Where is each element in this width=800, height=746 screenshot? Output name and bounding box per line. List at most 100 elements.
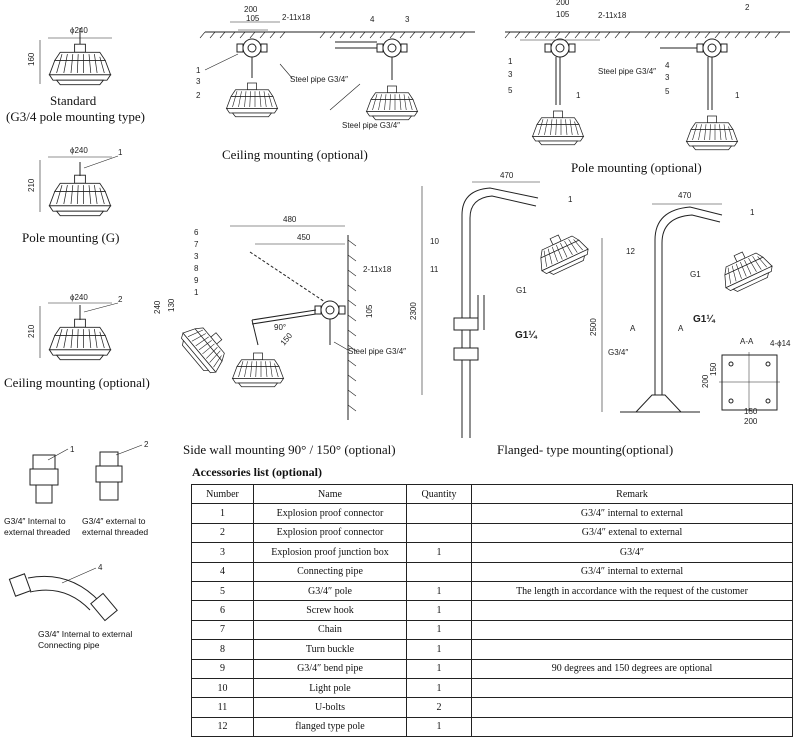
- svg-text:150: 150: [709, 362, 718, 376]
- svg-text:Steel pipe G3/4″: Steel pipe G3/4″: [290, 75, 348, 84]
- svg-text:2500: 2500: [589, 318, 598, 336]
- svg-text:Steel pipe G3/4″: Steel pipe G3/4″: [598, 67, 656, 76]
- svg-text:5: 5: [665, 87, 670, 96]
- flanged-mounting-drawing-left: 470 2300 10 11 1 G1 G1¼: [409, 171, 592, 438]
- cell-quantity: 1: [406, 542, 472, 563]
- svg-text:10: 10: [430, 237, 439, 246]
- cell-number: 7: [191, 619, 254, 641]
- svg-text:2-11x18: 2-11x18: [363, 265, 392, 274]
- svg-text:2: 2: [196, 91, 201, 100]
- svg-text:3: 3: [508, 70, 513, 79]
- cell-quantity: 1: [406, 580, 472, 602]
- svg-text:3: 3: [196, 77, 201, 86]
- svg-text:2-11x18: 2-11x18: [282, 13, 311, 22]
- svg-text:90°: 90°: [274, 323, 286, 332]
- caption-ceiling-mounting: Ceiling mounting (optional): [222, 147, 368, 162]
- ceiling-left-lamp-drawing: 2 ϕ240 210: [27, 293, 123, 361]
- part4-label: G3/4″ Internal to external Connecting pi…: [38, 629, 133, 650]
- svg-text:200: 200: [744, 417, 758, 426]
- svg-text:2: 2: [745, 3, 750, 12]
- svg-text:2: 2: [144, 440, 149, 449]
- cell-remark: G3/4″ extenal to external: [471, 522, 793, 544]
- cell-remark: 90 degrees and 150 degrees are optional: [471, 658, 793, 679]
- svg-text:2: 2: [118, 295, 123, 304]
- cell-quantity: [406, 503, 472, 524]
- svg-text:4: 4: [370, 15, 375, 24]
- caption-side-wall-mounting: Side wall mounting 90° / 150° (optional): [183, 442, 396, 457]
- cell-quantity: 1: [406, 639, 472, 660]
- header-remark: Remark: [471, 483, 793, 505]
- svg-text:105: 105: [365, 304, 374, 318]
- svg-text:A-A: A-A: [740, 337, 754, 346]
- cell-quantity: 2: [406, 697, 472, 718]
- svg-text:1: 1: [70, 445, 75, 454]
- svg-text:1: 1: [508, 57, 513, 66]
- cell-name: Explosion proof connector: [253, 503, 407, 524]
- cell-name: Screw hook: [253, 600, 407, 621]
- cell-number: 5: [191, 580, 254, 602]
- cell-name: Light pole: [253, 677, 407, 699]
- svg-text:3: 3: [194, 252, 199, 261]
- cell-remark: [471, 600, 793, 621]
- cell-name: Chain: [253, 619, 407, 641]
- ceiling-mounting-drawing: 200 105 2-11x18 1 3 2 4 3 Steel pipe G3/…: [196, 5, 475, 130]
- svg-text:8: 8: [194, 264, 199, 273]
- svg-text:200: 200: [244, 5, 258, 14]
- svg-text:1: 1: [735, 91, 740, 100]
- cell-name: U-bolts: [253, 697, 407, 718]
- svg-text:4: 4: [665, 61, 670, 70]
- cell-remark: G3/4″ internal to external: [471, 561, 793, 582]
- svg-text:240: 240: [153, 300, 162, 314]
- cell-number: 9: [191, 658, 254, 679]
- svg-text:1: 1: [118, 148, 123, 157]
- cell-number: 2: [191, 522, 254, 544]
- dim-pole-g-height: 210: [27, 178, 36, 192]
- connector-external-external: 2: [95, 440, 149, 501]
- svg-text:470: 470: [500, 171, 514, 180]
- svg-text:A: A: [630, 324, 636, 333]
- cell-quantity: 1: [406, 619, 472, 641]
- svg-text:450: 450: [297, 233, 311, 242]
- svg-text:1: 1: [194, 288, 199, 297]
- svg-text:4-ϕ14: 4-ϕ14: [770, 339, 791, 348]
- svg-text:Steel pipe G3/4″: Steel pipe G3/4″: [342, 121, 400, 130]
- cell-remark: [471, 716, 793, 738]
- svg-text:3: 3: [405, 15, 410, 24]
- cell-name: Connecting pipe: [253, 561, 407, 582]
- caption-pole-mounting-g: Pole mounting (G): [22, 230, 120, 245]
- mounting-diagrams: ϕ240 160 1 ϕ240 210 2 ϕ240 210 200 105 2: [27, 0, 791, 438]
- pole-mounting-drawing: 200 105 2-11x18 1 3 5 1 Steel pipe G3/4″…: [504, 0, 790, 151]
- standard-lamp-drawing: ϕ240 160: [27, 26, 112, 86]
- caption-pole-mounting: Pole mounting (optional): [571, 160, 702, 175]
- svg-text:200: 200: [701, 374, 710, 388]
- cell-quantity: [406, 561, 472, 582]
- caption-standard-type: (G3/4 pole mounting type): [6, 109, 146, 124]
- svg-text:1: 1: [568, 195, 573, 204]
- svg-text:105: 105: [246, 14, 260, 23]
- svg-text:7: 7: [194, 240, 199, 249]
- caption-standard: Standard: [50, 93, 97, 108]
- part1-label: G3/4″ Internal to external threaded: [4, 516, 71, 537]
- svg-text:1: 1: [750, 208, 755, 217]
- svg-text:G1¼: G1¼: [515, 330, 537, 341]
- cell-number: 11: [191, 697, 254, 718]
- part2-label: G3/4″ external to external threaded: [82, 516, 149, 537]
- cell-number: 12: [191, 716, 254, 738]
- cell-quantity: 1: [406, 677, 472, 699]
- svg-text:2-11x18: 2-11x18: [598, 11, 627, 20]
- cell-name: G3/4″ bend pipe: [253, 658, 407, 679]
- svg-text:150: 150: [279, 331, 295, 347]
- cell-remark: G3/4″: [471, 542, 793, 563]
- cell-quantity: [406, 522, 472, 544]
- cell-remark: [471, 677, 793, 699]
- cell-number: 3: [191, 542, 254, 563]
- cell-remark: The length in accordance with the reques…: [471, 580, 793, 602]
- cell-quantity: 1: [406, 600, 472, 621]
